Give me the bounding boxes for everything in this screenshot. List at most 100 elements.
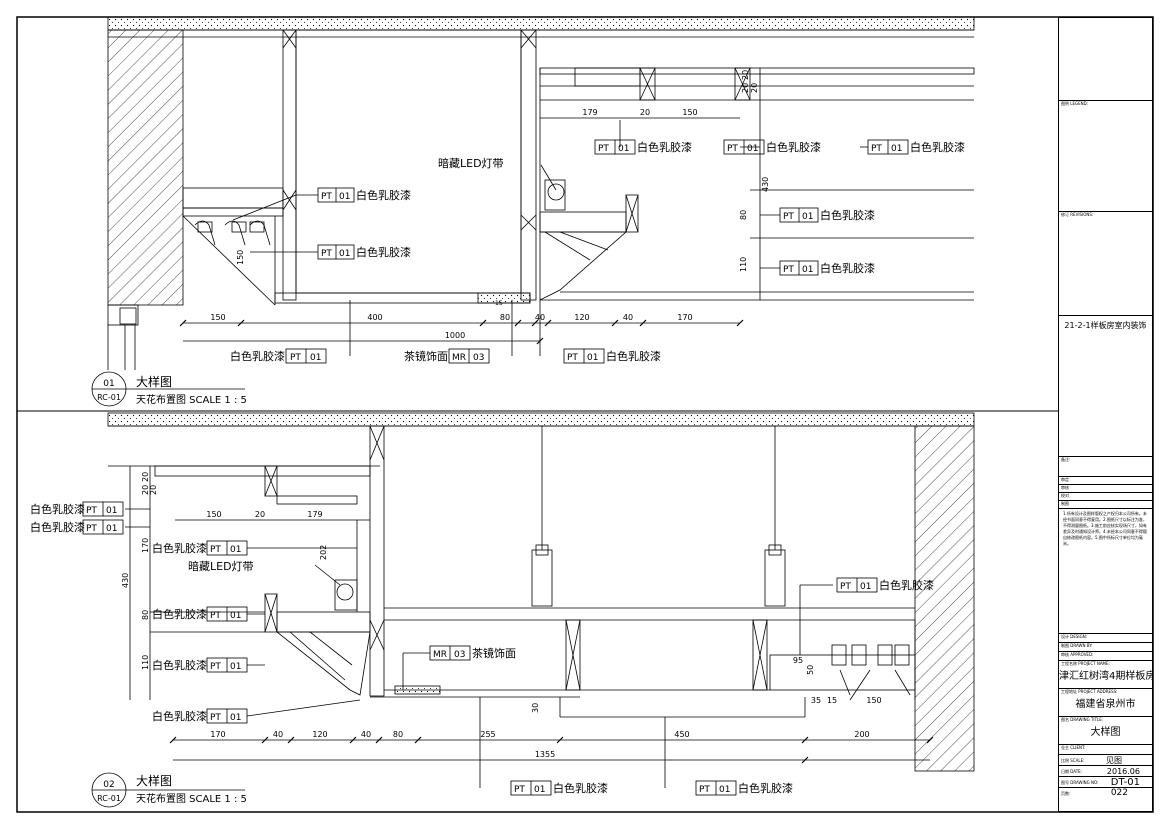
project-name-label: 工程名称 PROJECT NAME: bbox=[1061, 661, 1110, 666]
dim-ticks-detail-02 bbox=[169, 736, 934, 764]
drawn-label: 制图 DRAWN BY: bbox=[1061, 643, 1093, 648]
label-pt-num: 01 bbox=[719, 785, 730, 795]
dim-text: 20 bbox=[750, 83, 759, 93]
notes-text: 1.所有设计及图样版权之产权归本公司所有。未经书面同意不得复用。2.图纸尺寸以标… bbox=[1063, 511, 1147, 546]
date-row: 日期 DATE: 2016.06 bbox=[1059, 765, 1152, 776]
label-pt: PT bbox=[86, 506, 97, 516]
label-pt-num: 01 bbox=[230, 713, 241, 723]
dim-text: 110 bbox=[739, 257, 748, 272]
label-pt: PT bbox=[321, 192, 332, 202]
dim-total: 1000 bbox=[445, 331, 465, 340]
label-paint: 白色乳胶漆 bbox=[152, 541, 207, 555]
dim-ticks-detail-01 bbox=[179, 319, 744, 345]
dim-text: 30 bbox=[531, 703, 540, 713]
label-paint: 白色乳胶漆 bbox=[637, 140, 692, 154]
drawing-title-label-row: 图名 DRAWING TITLE: bbox=[1059, 716, 1152, 722]
scale-row: 比例 SCALE: 见图 bbox=[1059, 754, 1152, 765]
dim-total: 1355 bbox=[535, 750, 555, 759]
label-paint: 白色乳胶漆 bbox=[910, 140, 965, 154]
detail-02 bbox=[82, 412, 975, 808]
detail-01 bbox=[91, 16, 975, 407]
project-vertical-cell: 21-2-1样板房室内装饰 bbox=[1059, 315, 1152, 339]
label-paint: 白色乳胶漆 bbox=[30, 520, 85, 534]
label-pt-num: 01 bbox=[339, 192, 350, 202]
label-mr: MR bbox=[452, 353, 466, 363]
dim-text: 150 bbox=[236, 250, 245, 265]
dim-text: 15 bbox=[827, 696, 837, 705]
dim-text: 20 bbox=[149, 485, 158, 495]
concrete-slab-2 bbox=[107, 412, 975, 427]
label-paint: 白色乳胶漆 bbox=[30, 502, 85, 516]
label-paint: 白色乳胶漆 bbox=[879, 578, 934, 592]
label-pt: PT bbox=[210, 545, 221, 555]
dim-text: 80 bbox=[500, 313, 510, 322]
label-pt-num: 01 bbox=[747, 144, 758, 154]
title-block: 图例 LEGEND: 修订 REVISIONS: 21-2-1样板房室内装饰 备… bbox=[1058, 17, 1153, 812]
revision-label: 修订 REVISIONS: bbox=[1061, 212, 1094, 217]
dim-text: 150 bbox=[682, 108, 697, 117]
detail-01-number: 01 bbox=[103, 379, 114, 389]
notes-cell: 1.所有设计及图样版权之产权归本公司所有。未经书面同意不得复用。2.图纸尺寸以标… bbox=[1059, 508, 1152, 623]
project-address-label-row: 工程地址 PROJECT ADDRESS: bbox=[1059, 688, 1152, 694]
label-pt: PT bbox=[86, 524, 97, 534]
label-pt-num: 01 bbox=[230, 662, 241, 672]
drawing-no: DT-01 bbox=[1110, 777, 1140, 787]
dim-text: 40 bbox=[535, 313, 545, 322]
client-row: 业主 CLIENT: bbox=[1059, 744, 1152, 754]
design-label: 设计 DESIGN: bbox=[1061, 634, 1088, 639]
dim-text: 20 bbox=[141, 485, 150, 495]
label-pt: PT bbox=[567, 353, 578, 363]
approval-label: 审定 bbox=[1061, 477, 1069, 482]
client-label: 业主 CLIENT: bbox=[1061, 745, 1086, 750]
dim-text: 20 bbox=[741, 70, 750, 80]
design-row: 设计 DESIGN: bbox=[1059, 633, 1152, 642]
dim-text: 170 bbox=[141, 538, 150, 553]
label-mr-num: 03 bbox=[454, 650, 465, 660]
label-pt: PT bbox=[598, 144, 609, 154]
dim-text: 20 bbox=[640, 108, 650, 117]
project-name: 津汇红树湾4期样板房 bbox=[1059, 671, 1152, 682]
label-led: 暗藏LED灯带 bbox=[438, 156, 504, 170]
detail-01-title: 大样图 bbox=[136, 374, 172, 389]
label-mr: MR bbox=[433, 650, 447, 660]
drawing-no-label: 图号 DRAWING NO: bbox=[1061, 780, 1099, 785]
drawing-no-row: 图号 DRAWING NO: DT-01 bbox=[1059, 776, 1152, 787]
project-name-label-row: 工程名称 PROJECT NAME: bbox=[1059, 660, 1152, 666]
dim-text: 179 bbox=[582, 108, 597, 117]
label-pt-num: 01 bbox=[802, 212, 813, 222]
approval-label: 校对 bbox=[1061, 493, 1069, 498]
label-paint: 白色乳胶漆 bbox=[820, 208, 875, 222]
dim-text: 40 bbox=[623, 313, 633, 322]
page-value: 022 bbox=[1110, 788, 1128, 798]
dim-text: 202 bbox=[319, 545, 328, 560]
label-mirror: 茶镜饰面 bbox=[404, 349, 448, 363]
wall-hatch bbox=[107, 29, 184, 306]
approval-row: 审定 bbox=[1059, 476, 1152, 484]
revision-cell: 修订 REVISIONS: bbox=[1059, 211, 1152, 331]
label-pt: PT bbox=[321, 249, 332, 259]
label-pt: PT bbox=[210, 713, 221, 723]
project-address: 福建省泉州市 bbox=[1075, 699, 1136, 710]
dim-text: 170 bbox=[677, 313, 692, 322]
dim-text: 80 bbox=[141, 610, 150, 620]
dim-text: 20 bbox=[141, 472, 150, 482]
label-pt: PT bbox=[699, 785, 710, 795]
label-paint: 白色乳胶漆 bbox=[152, 607, 207, 621]
label-pt: PT bbox=[727, 144, 738, 154]
label-pt-num: 01 bbox=[339, 249, 350, 259]
label-paint: 白色乳胶漆 bbox=[230, 349, 285, 363]
dim-text: 120 bbox=[312, 730, 327, 739]
dim-text: 120 bbox=[574, 313, 589, 322]
detail-01-ref: RC-01 bbox=[97, 393, 121, 402]
label-pt-num: 01 bbox=[618, 144, 629, 154]
project-vertical: 21-2-1样板房室内装饰 bbox=[1064, 321, 1147, 330]
label-pt-num: 01 bbox=[230, 611, 241, 621]
label-pt-num: 01 bbox=[802, 265, 813, 275]
dim-text: 150 bbox=[210, 313, 225, 322]
label-mirror: 茶镜饰面 bbox=[472, 646, 516, 660]
approval-row: 审核 bbox=[1059, 484, 1152, 492]
approval-row: 校对 bbox=[1059, 492, 1152, 500]
label-paint: 白色乳胶漆 bbox=[152, 709, 207, 723]
detail-02-title: 大样图 bbox=[136, 773, 172, 788]
